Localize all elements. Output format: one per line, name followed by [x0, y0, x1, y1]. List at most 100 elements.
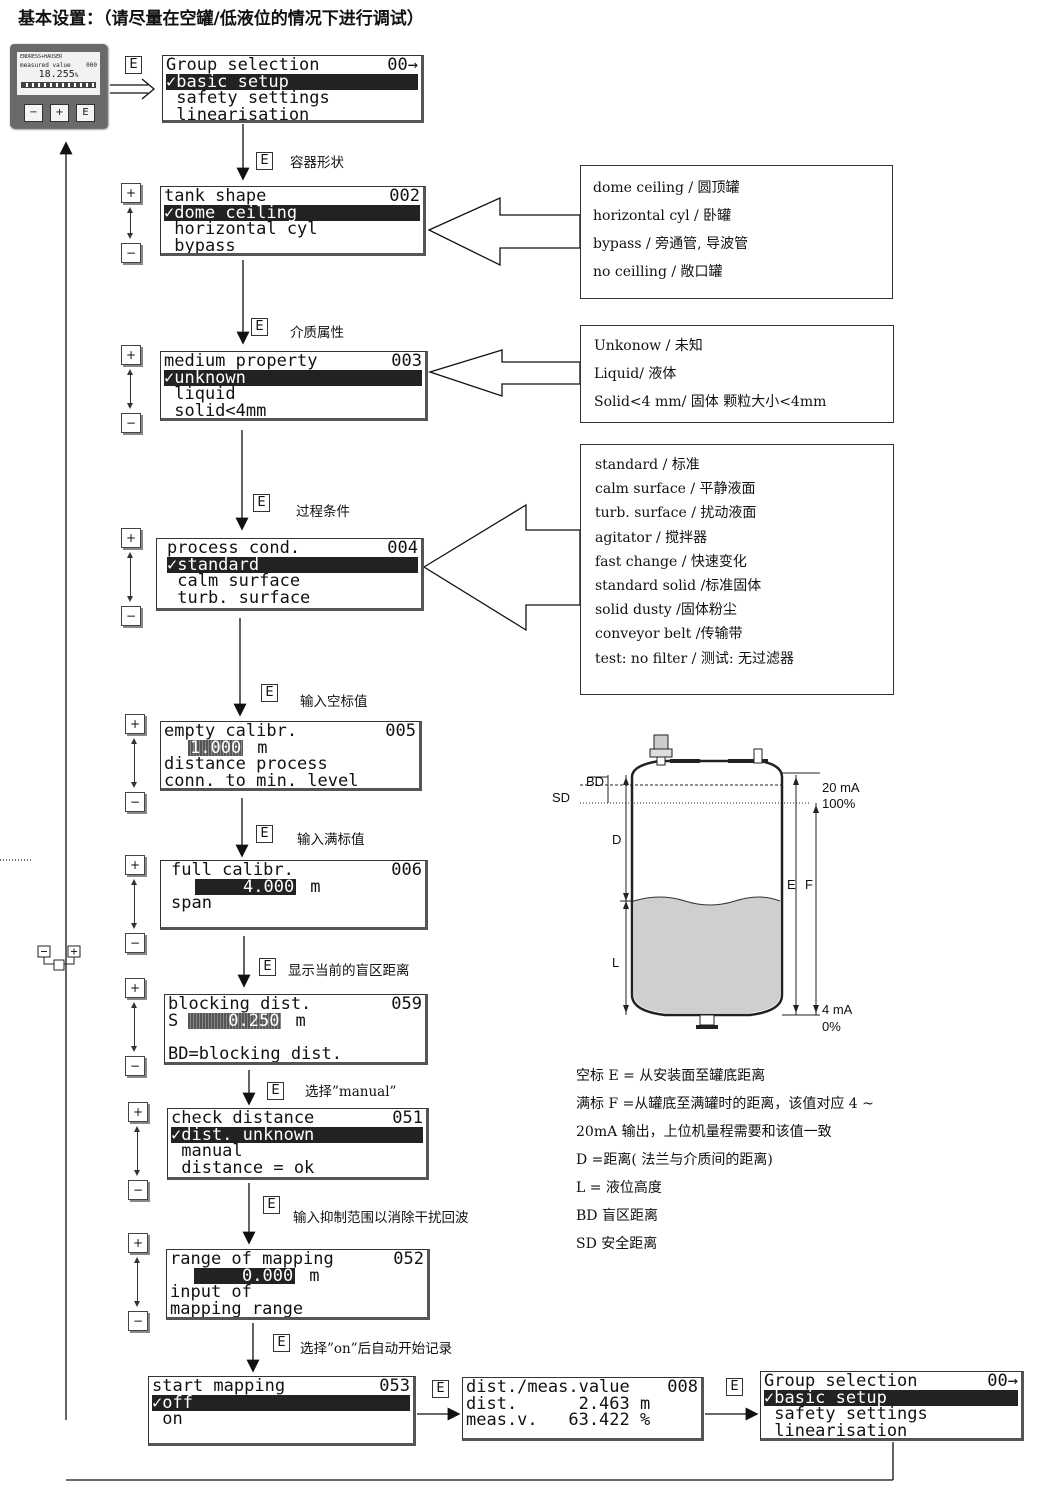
- lcd-title: process cond.: [167, 538, 301, 558]
- legend-item: 空标 E = 从安装面至罐底距离: [576, 1068, 766, 1084]
- lcd-row: distance process: [164, 754, 328, 774]
- plus-minus-keys: +−: [121, 345, 143, 433]
- enter-key-icon: E: [267, 1082, 284, 1100]
- lcd-code: 002: [389, 186, 420, 206]
- lcd-code: 00→: [987, 1371, 1018, 1391]
- lcd-title: blocking dist.: [168, 994, 312, 1014]
- device-brand: ENDRESS+HAUSER: [20, 54, 63, 60]
- tank-diagram: [580, 734, 820, 1029]
- tank-label-l: L: [612, 955, 620, 970]
- lcd-row: linearisation: [764, 1420, 908, 1441]
- blocking-value-field: 0.250: [188, 1012, 282, 1029]
- lcd-row: liquid: [164, 384, 236, 404]
- device-unit: %: [74, 72, 79, 79]
- device-enter-button[interactable]: E: [76, 104, 95, 122]
- minus-key-icon: −: [128, 1180, 148, 1200]
- lcd-code: 00→: [387, 55, 418, 75]
- device-code: 000: [86, 62, 97, 69]
- option-item: turb. surface / 扰动液面: [595, 505, 757, 522]
- lcd-medium-property: medium property 003 ✓unknown liquid solid…: [160, 351, 428, 421]
- tank-label-100pct: 100%: [822, 796, 856, 811]
- option-item: calm surface / 平静液面: [595, 481, 756, 498]
- tank-label-0pct: 0%: [822, 1019, 841, 1034]
- lcd-unit: m: [309, 1265, 320, 1286]
- option-item: conveyor belt /传输带: [595, 626, 743, 643]
- device-bargraph: [21, 82, 96, 88]
- step-label-check: 选择”manual”: [305, 1084, 397, 1100]
- plus-minus-keys: +−: [125, 714, 147, 812]
- lcd-code: 006: [391, 860, 422, 880]
- lcd-title: full calibr.: [171, 860, 294, 880]
- lcd-code: 004: [387, 538, 418, 558]
- plus-minus-keys: +−: [128, 1102, 150, 1200]
- process-options: standard / 标准 calm surface / 平静液面 turb. …: [580, 444, 894, 695]
- lcd-title: empty calibr.: [164, 721, 298, 741]
- lcd-row: bypass: [164, 235, 236, 256]
- plus-key-icon: +: [128, 1233, 148, 1253]
- legend-item: L = 液位高度: [576, 1180, 662, 1196]
- device-plus-button[interactable]: +: [50, 104, 69, 122]
- lcd-row: span: [171, 893, 212, 913]
- plus-key-icon: +: [125, 978, 145, 998]
- full-value-field[interactable]: 4.000: [195, 878, 297, 895]
- lcd-row: BD=blocking dist.: [168, 1043, 342, 1064]
- legend-item: D =距离( 法兰与介质间的距离): [576, 1152, 773, 1168]
- device-label: measured value: [20, 62, 71, 69]
- step-label-medium: 介质属性: [290, 325, 344, 341]
- lcd-row: ✓basic setup: [166, 73, 418, 90]
- step-label-mapping: 输入抑制范围以消除干扰回波: [293, 1210, 469, 1226]
- enter-key-icon: E: [256, 825, 273, 843]
- tank-shape-options: dome ceiling / 圆顶罐 horizontal cyl / 卧罐 b…: [580, 165, 893, 299]
- option-item: Liquid/ 液体: [594, 366, 677, 382]
- minus-key-icon: −: [121, 413, 141, 433]
- step-label-empty: 输入空标值: [300, 694, 368, 710]
- enter-key-icon: E: [256, 152, 273, 170]
- empty-value-field[interactable]: 1.000: [188, 737, 244, 758]
- tank-label-sd: SD: [552, 790, 571, 805]
- updown-arrow-icon: [131, 1002, 137, 1052]
- enter-key-icon: E: [259, 958, 276, 976]
- option-item: fast change / 快速变化: [595, 553, 747, 570]
- lcd-title: Group selection: [764, 1371, 918, 1391]
- mapping-value-field[interactable]: 0.000: [194, 1267, 296, 1284]
- lcd-row: solid<4mm: [164, 400, 267, 421]
- lcd-row: mapping range: [170, 1298, 304, 1319]
- option-item: horizontal cyl / 卧罐: [593, 208, 732, 224]
- device-screen: ENDRESS+HAUSER measured value 000 18.255…: [17, 52, 100, 95]
- plus-minus-keys: +−: [125, 978, 147, 1076]
- lcd-title: medium property: [164, 351, 318, 371]
- device-value: 18.255: [38, 69, 75, 80]
- updown-arrow-icon: [127, 369, 133, 409]
- updown-arrow-icon: [134, 1257, 140, 1307]
- lcd-row: ✓unknown: [164, 369, 422, 386]
- device-minus-button[interactable]: −: [24, 104, 43, 122]
- lcd-row: input of: [170, 1282, 252, 1302]
- plus-key-icon: +: [121, 528, 141, 548]
- enter-key-icon: E: [273, 1334, 290, 1352]
- step-label-full: 输入满标值: [297, 832, 365, 848]
- enter-key-icon: E: [253, 494, 270, 512]
- plus-minus-keys: +−: [128, 1233, 150, 1331]
- plus-key-icon: +: [121, 183, 141, 203]
- legend-item: SD 安全距离: [576, 1236, 658, 1252]
- lcd-row: meas.v. 63.422 %: [466, 1410, 651, 1430]
- tank-label-4ma: 4 mA: [822, 1002, 853, 1017]
- lcd-row: manual: [171, 1141, 243, 1161]
- minus-key-icon: −: [125, 1056, 145, 1076]
- plus-key-icon: +: [125, 855, 145, 875]
- page-title: 基本设置：（请尽量在空罐/低液位的情况下进行调试）: [18, 9, 424, 29]
- lcd-title: tank shape: [164, 186, 267, 206]
- lcd-row: ✓standard: [167, 556, 418, 573]
- option-item: standard solid /标准固体: [595, 578, 762, 595]
- plus-minus-keys: +−: [125, 855, 147, 953]
- minus-key-icon: −: [121, 606, 141, 626]
- lcd-code: 003: [391, 351, 422, 371]
- lcd-prefix: S: [168, 1010, 179, 1031]
- option-item: agitator / 搅拌器: [595, 529, 708, 546]
- lcd-row: ✓off: [152, 1394, 410, 1411]
- plus-key-icon: +: [121, 345, 141, 365]
